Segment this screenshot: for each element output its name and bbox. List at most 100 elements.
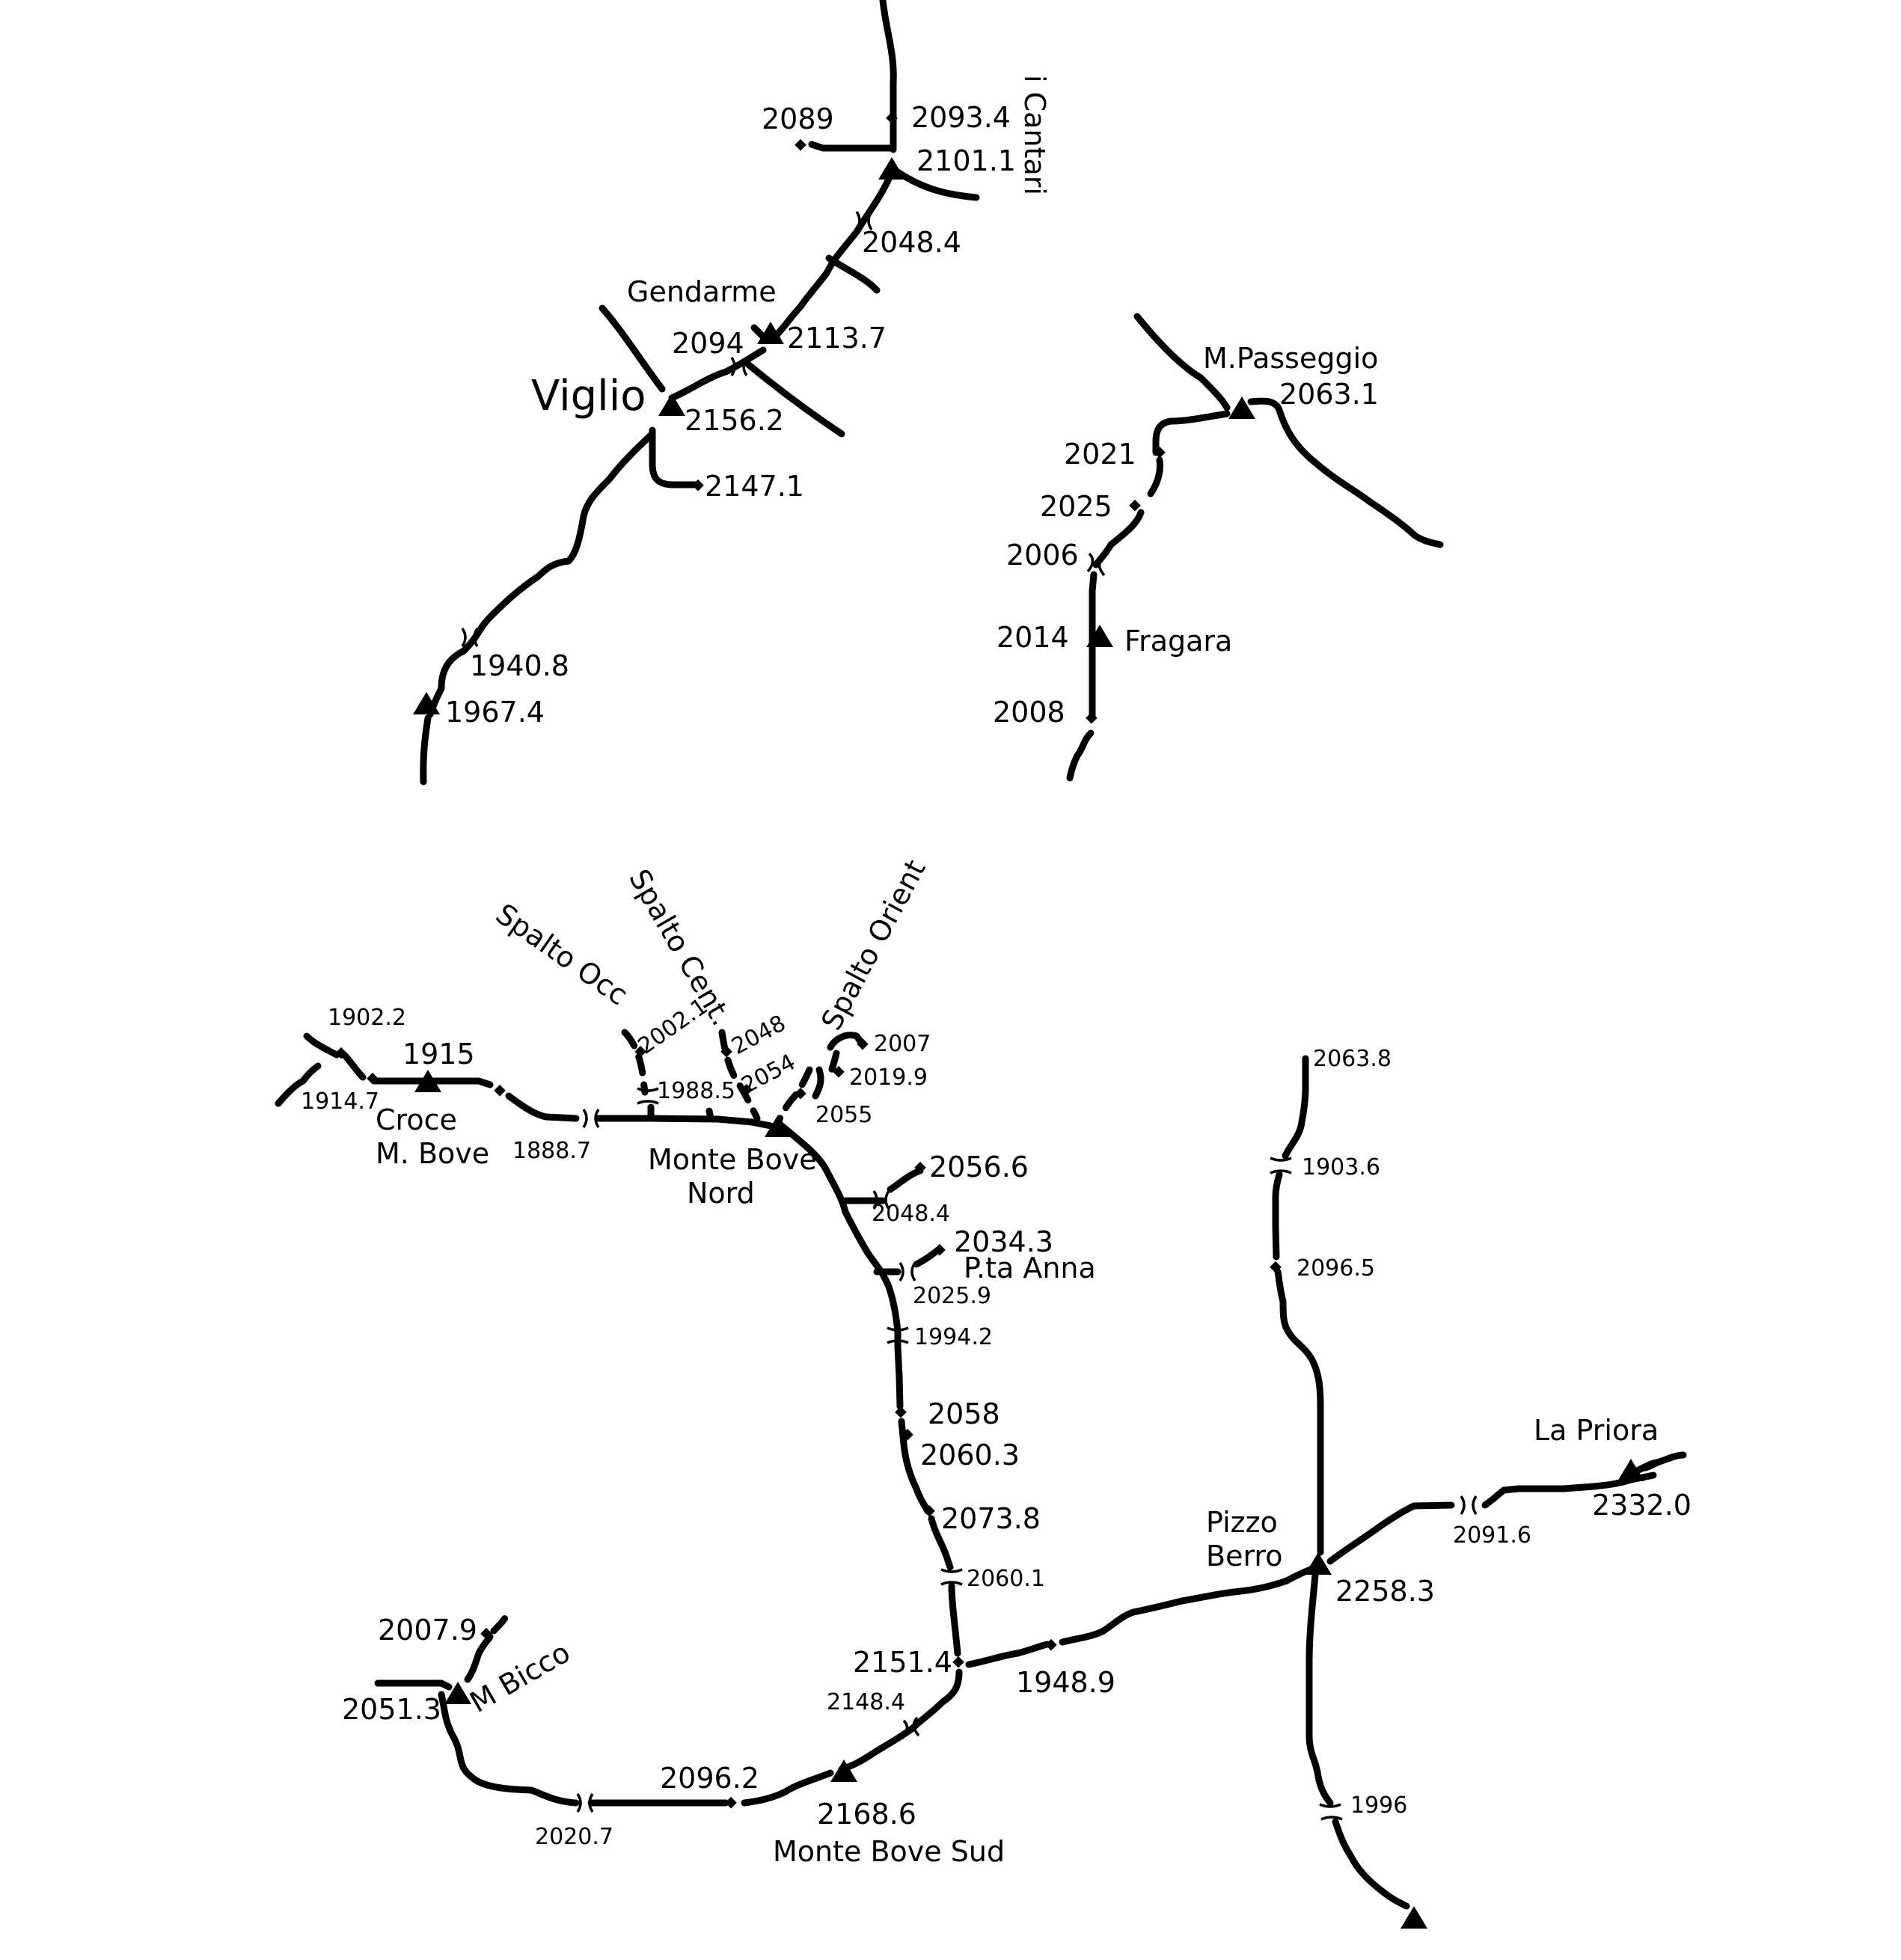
ridge-passeggio-se bbox=[1410, 531, 1444, 548]
ridge-2007-9-end bbox=[490, 1612, 510, 1635]
peak-cantari-icon bbox=[878, 157, 905, 180]
ridge-spur-2048-east bbox=[825, 254, 881, 294]
elev-1967-4: 1967.4 bbox=[445, 696, 545, 729]
ridge-1888-bove bbox=[595, 1115, 774, 1130]
point-2019-icon bbox=[833, 1065, 845, 1078]
peak-croce-icon bbox=[414, 1070, 441, 1092]
elev-2089: 2089 bbox=[762, 102, 834, 135]
label-fragara: Fragara bbox=[1124, 625, 1232, 658]
label-pizzo-1: Pizzo bbox=[1206, 1506, 1278, 1539]
ridge-gendarme-viglio bbox=[668, 346, 767, 402]
pass-2148-icon bbox=[901, 1716, 920, 1740]
ridge-cantari-east-spur bbox=[894, 168, 980, 201]
peak-priora-icon bbox=[1617, 1459, 1644, 1481]
pass-2020-icon bbox=[576, 1793, 594, 1813]
label-m-passeggio: M.Passeggio bbox=[1203, 342, 1378, 375]
ridge-2151-1948 bbox=[965, 1641, 1051, 1668]
bove-ridge-group: Spalto Occ Spalto Cent. Spalto Orient 19… bbox=[275, 854, 1692, 1929]
ridge-spalto-occ bbox=[621, 1029, 649, 1096]
point-2054-icon bbox=[741, 1083, 753, 1096]
ridge-croce-main bbox=[370, 1077, 494, 1088]
ridge-2048-2056 bbox=[887, 1167, 924, 1193]
ridge-1948-berro bbox=[1059, 1565, 1317, 1646]
elev-1888-7: 1888.7 bbox=[512, 1138, 591, 1164]
ridge-1994-2058 bbox=[894, 1343, 904, 1410]
passeggio-ridge-group: M.Passeggio 2063.1 2021 2025 2006 2014 F… bbox=[993, 313, 1444, 782]
peak-viglio-icon bbox=[658, 393, 685, 416]
elev-2060-3: 2060.3 bbox=[920, 1439, 1020, 1471]
ridge-croce-west-b bbox=[275, 1062, 322, 1107]
elev-2148-4: 2148.4 bbox=[827, 1689, 905, 1715]
label-croce-1: Croce bbox=[376, 1103, 457, 1136]
ridge-cantari-north bbox=[879, 0, 897, 153]
pass-1994-icon bbox=[887, 1326, 909, 1344]
elev-1914-7: 1914.7 bbox=[301, 1088, 379, 1115]
pass-2025-9-icon bbox=[899, 1262, 916, 1281]
elev-2101-1: 2101.1 bbox=[916, 144, 1016, 177]
ridge-2019-2007 bbox=[825, 1050, 840, 1081]
elev-2060-1: 2060.1 bbox=[967, 1566, 1045, 1592]
ridge-viglio-sw bbox=[426, 430, 656, 718]
elev-2258-3: 2258.3 bbox=[1335, 1575, 1435, 1608]
label-spalto-orient: Spalto Orient bbox=[815, 854, 932, 1035]
pass-2048-icon bbox=[855, 211, 873, 230]
point-2093-icon bbox=[886, 111, 898, 124]
elev-1903-6: 1903.6 bbox=[1302, 1154, 1380, 1180]
ridge-viglio-2147 bbox=[649, 426, 700, 489]
elev-2051-3: 2051.3 bbox=[342, 1693, 441, 1726]
ridge-passeggio-nw bbox=[1133, 313, 1231, 411]
point-2007-icon bbox=[857, 1038, 869, 1050]
elev-2006: 2006 bbox=[1006, 539, 1079, 572]
ridge-1996-south bbox=[1332, 1818, 1410, 1910]
ridge-spalto-orient-c bbox=[827, 1032, 864, 1051]
point-2055-icon bbox=[795, 1087, 806, 1100]
ridge-2058-2073 bbox=[898, 1418, 931, 1515]
label-bove-sud: Monte Bove Sud bbox=[773, 1835, 1005, 1868]
label-la-priora: La Priora bbox=[1534, 1414, 1659, 1447]
ridge-bove-nord-south bbox=[778, 1122, 901, 1350]
ridge-spalto-orient-a bbox=[774, 1066, 813, 1126]
point-2096-2-icon bbox=[725, 1796, 737, 1809]
ridge-2048-stub bbox=[705, 1107, 714, 1122]
ridge-berro-north bbox=[1274, 1268, 1324, 1556]
label-croce-2: M. Bove bbox=[376, 1137, 489, 1170]
label-pizzo-2: Berro bbox=[1206, 1540, 1282, 1572]
pass-1940-icon bbox=[461, 628, 479, 647]
peak-south-end-icon bbox=[1401, 1906, 1427, 1929]
ridge-viglio-south-end bbox=[420, 714, 432, 785]
peak-bove-nord-icon bbox=[765, 1115, 792, 1137]
pass-2091-icon bbox=[1460, 1495, 1478, 1515]
ridge-passeggio-east bbox=[1247, 397, 1418, 539]
pass-2006-icon bbox=[1086, 552, 1106, 577]
ridge-berro-priora bbox=[1326, 1501, 1455, 1565]
elev-2073-8: 2073.8 bbox=[941, 1502, 1041, 1535]
ridge-2091-priora bbox=[1481, 1471, 1657, 1509]
ridge-sud-2096 bbox=[741, 1769, 834, 1807]
point-2147-icon bbox=[692, 479, 704, 491]
pass-1903-icon bbox=[1270, 1157, 1292, 1175]
elev-2025: 2025 bbox=[1040, 490, 1112, 523]
elev-1915: 1915 bbox=[402, 1038, 475, 1071]
label-bove-nord-1: Monte Bove bbox=[648, 1143, 817, 1176]
elev-2156-2: 2156.2 bbox=[685, 404, 784, 437]
ridge-2020-bicco bbox=[438, 1691, 580, 1807]
elev-2063-8: 2063.8 bbox=[1313, 1046, 1392, 1072]
peak-gendarme-icon bbox=[757, 322, 784, 344]
elev-2147-1: 2147.1 bbox=[705, 470, 804, 503]
point-2056-icon bbox=[914, 1161, 926, 1174]
pass-2094-icon bbox=[730, 357, 748, 376]
elev-1996: 1996 bbox=[1350, 1792, 1407, 1819]
elev-2048-4-bove: 2048.4 bbox=[872, 1201, 950, 1227]
elev-2091-6: 2091.6 bbox=[1453, 1522, 1531, 1549]
ridge-viglio-nw bbox=[599, 304, 666, 393]
pass-1988-icon bbox=[637, 1087, 659, 1105]
peak-fragara-icon bbox=[1086, 625, 1113, 647]
point-2034-icon bbox=[934, 1243, 946, 1256]
peak-bicco-icon bbox=[444, 1682, 471, 1704]
elev-2063-1: 2063.1 bbox=[1279, 378, 1379, 411]
point-1948-icon bbox=[1045, 1638, 1057, 1651]
point-2007-9-icon bbox=[480, 1627, 492, 1640]
label-spalto-occ: Spalto Occ bbox=[490, 897, 634, 1011]
